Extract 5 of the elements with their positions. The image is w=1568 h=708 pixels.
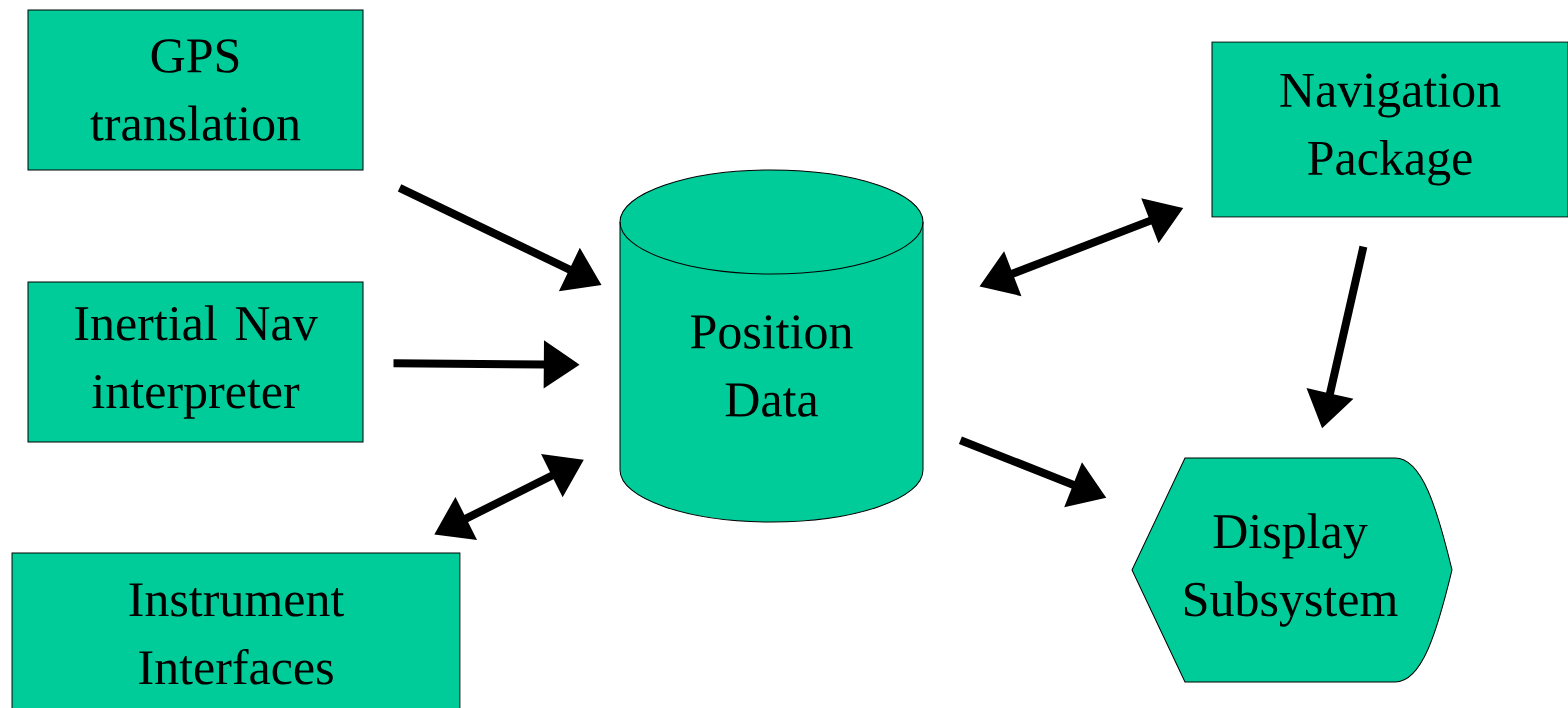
- process-box: GPS translation: [27, 9, 364, 171]
- cylinder: Position Data: [619, 169, 924, 523]
- process-box: Navigation Package: [1211, 41, 1568, 218]
- process-box: Inertial Nav interpreter: [27, 281, 364, 443]
- process-box: Instrument Interfaces: [11, 552, 461, 708]
